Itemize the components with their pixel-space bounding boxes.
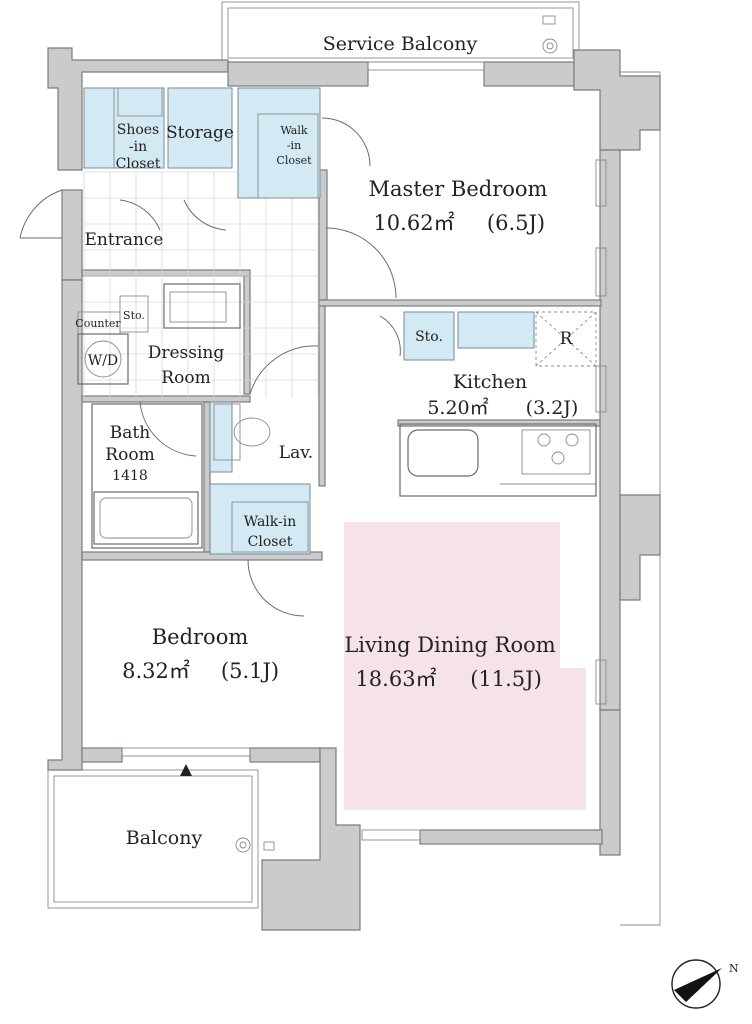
doors xyxy=(19,117,401,617)
bathtub xyxy=(91,403,203,549)
svg-text:Room: Room xyxy=(105,445,154,465)
svg-text:Walk-in: Walk-in xyxy=(244,514,296,530)
living-dining-label: Living Dining Room 18.63㎡ (11.5J) xyxy=(344,633,555,691)
walkin-closet-master-label: Walk -in Closet xyxy=(276,124,312,167)
svg-text:Dressing: Dressing xyxy=(148,343,225,363)
entrance-label: Entrance xyxy=(85,230,164,250)
svg-text:Bedroom: Bedroom xyxy=(152,625,249,649)
sto-kitchen-label: Sto. xyxy=(415,329,443,345)
service-balcony-label: Service Balcony xyxy=(323,33,478,55)
kitchen-counter-top xyxy=(457,311,535,349)
walkin-closet-master-area xyxy=(237,87,321,199)
dressing-room-fixtures xyxy=(77,283,241,385)
lav-closet xyxy=(209,401,233,473)
svg-text:Closet: Closet xyxy=(248,534,293,550)
svg-text:Kitchen: Kitchen xyxy=(453,371,527,393)
balcony-outline xyxy=(47,769,275,909)
entrance-tiles xyxy=(83,171,319,398)
bedroom-label: Bedroom 8.32㎡ (5.1J) xyxy=(122,625,279,683)
refrigerator-space xyxy=(535,311,597,367)
svg-text:(5.1J): (5.1J) xyxy=(221,659,279,683)
master-bedroom-label: Master Bedroom 10.62㎡ (6.5J) xyxy=(369,177,548,235)
wd-label: W/D xyxy=(88,353,118,369)
fridge-label: R xyxy=(560,329,574,349)
svg-text:-in: -in xyxy=(287,139,301,152)
windows xyxy=(121,61,607,841)
living-dining-highlight xyxy=(344,522,586,810)
storage-label: Storage xyxy=(166,123,234,143)
svg-text:8.32㎡: 8.32㎡ xyxy=(122,659,190,683)
svg-text:-in: -in xyxy=(129,139,147,155)
walkin-closet-bedroom-label: Walk-in Closet xyxy=(244,514,296,550)
svg-text:(3.2J): (3.2J) xyxy=(526,397,579,419)
walkin-closet-bedroom-area xyxy=(209,483,311,555)
svg-text:Closet: Closet xyxy=(116,156,161,172)
svg-text:Bath: Bath xyxy=(110,423,150,443)
kitchen-label: Kitchen 5.20㎡ (3.2J) xyxy=(427,371,578,419)
svg-text:(6.5J): (6.5J) xyxy=(487,211,545,235)
svg-text:Living Dining Room: Living Dining Room xyxy=(344,633,555,657)
storage-area xyxy=(167,87,233,169)
bath-room-label: Bath Room 1418 xyxy=(105,423,154,484)
balcony-access-marker xyxy=(180,764,192,776)
north-arrow-icon xyxy=(674,968,722,1002)
svg-text:Closet: Closet xyxy=(276,154,312,167)
lavatory-fixtures xyxy=(213,403,271,461)
kitchen-counter xyxy=(399,423,597,497)
svg-text:Walk: Walk xyxy=(280,124,307,137)
compass: N xyxy=(671,959,739,1009)
compass-north-label: N xyxy=(729,962,739,975)
svg-text:Room: Room xyxy=(161,368,210,388)
shoes-closet-area xyxy=(83,87,165,169)
svg-text:5.20㎡: 5.20㎡ xyxy=(427,396,488,419)
shoes-closet-label: Shoes -in Closet xyxy=(116,122,161,172)
sto-kitchen-area xyxy=(403,311,455,361)
svg-text:Shoes: Shoes xyxy=(117,122,160,138)
svg-text:(11.5J): (11.5J) xyxy=(470,667,542,691)
svg-text:Master Bedroom: Master Bedroom xyxy=(369,177,548,201)
dressing-room-label: Dressing Room xyxy=(148,343,225,388)
svg-text:1418: 1418 xyxy=(112,468,148,484)
walls xyxy=(47,47,661,931)
balcony-label: Balcony xyxy=(126,827,203,849)
svg-text:10.62㎡: 10.62㎡ xyxy=(373,211,454,235)
sto-dressing-label: Sto. xyxy=(123,309,145,322)
lav-label: Lav. xyxy=(279,443,313,463)
counter-label: Counter xyxy=(75,317,121,330)
svg-text:18.63㎡: 18.63㎡ xyxy=(355,667,436,691)
